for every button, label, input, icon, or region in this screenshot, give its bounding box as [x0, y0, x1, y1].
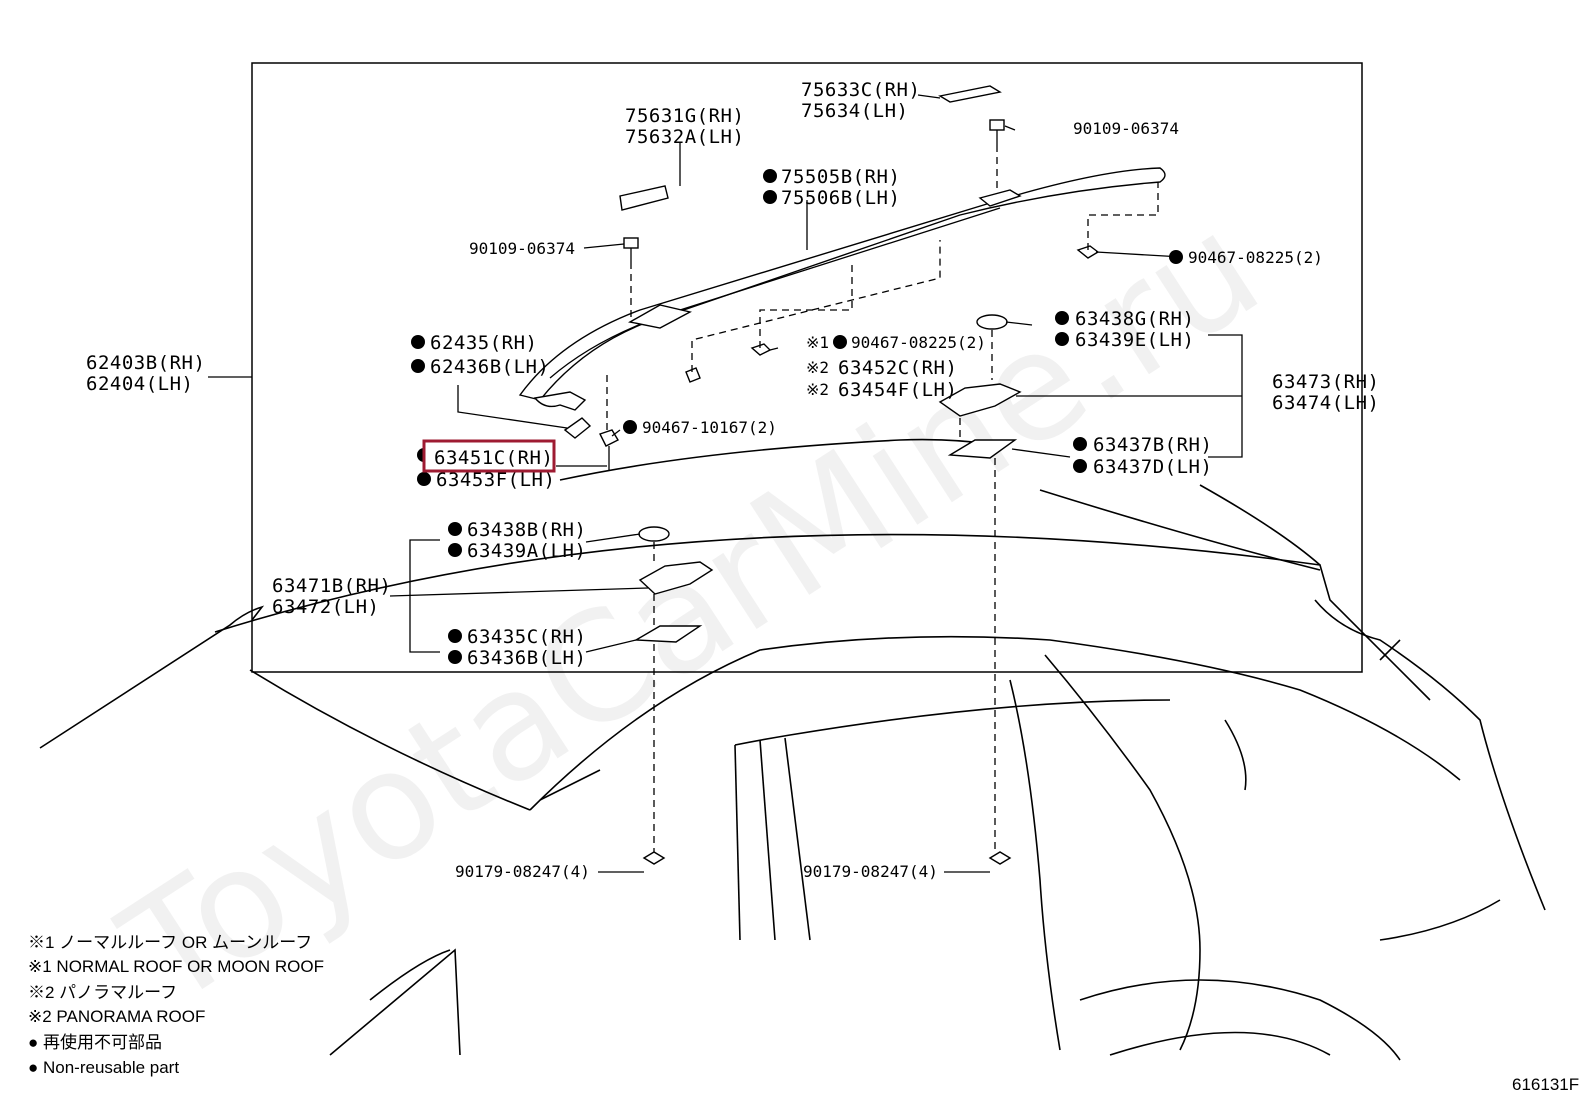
non-reusable-mark [417, 472, 431, 486]
non-reusable-mark [1055, 332, 1069, 346]
label-63439a: 63439A(LH) [467, 540, 586, 562]
washer-63438g [976, 314, 1008, 330]
label-63437d: 63437D(LH) [1093, 456, 1212, 478]
label-75632a: 75632A(LH) [625, 126, 744, 148]
nut-90179-right [988, 851, 1012, 865]
note-line: ● 再使用不可部品 [28, 1032, 162, 1052]
note-line: ※1 NORMAL ROOF OR MOON ROOF [28, 957, 324, 976]
note-mark-2: ※2 [806, 380, 829, 399]
rail-cover-rear [938, 85, 1002, 103]
label-63472: 63472(LH) [272, 596, 379, 618]
note-line: ※2 パノラマルーフ [28, 983, 177, 1002]
label-75506b: 75506B(LH) [781, 187, 900, 209]
label-63438b: 63438B(RH) [467, 519, 586, 541]
note-mark-2: ※2 [806, 358, 829, 377]
label-63439e: 63439E(LH) [1075, 329, 1194, 351]
label-63471b: 63471B(RH) [272, 575, 391, 597]
non-reusable-mark [1055, 311, 1069, 325]
label-75631g: 75631G(RH) [625, 105, 744, 127]
clip-90467-10167 [685, 367, 701, 383]
rail-cover-front [619, 185, 669, 211]
non-reusable-mark [1073, 459, 1087, 473]
label-62436b: 62436B(LH) [430, 356, 549, 378]
label-63454f: 63454F(LH) [838, 379, 957, 401]
label-62435: 62435(RH) [430, 332, 537, 354]
note-mark-1: ※1 [806, 333, 829, 352]
non-reusable-mark [763, 190, 777, 204]
nut-90179-left [642, 851, 666, 865]
leader-lines [208, 94, 1243, 873]
label-62403b: 62403B(RH) [86, 352, 205, 374]
label-90109-top: 90109-06374 [1073, 119, 1179, 138]
bolt-90109-left [623, 237, 639, 262]
non-reusable-mark [448, 650, 462, 664]
note-line: ● Non-reusable part [28, 1058, 179, 1077]
label-63451c: 63451C(RH) [434, 447, 553, 469]
non-reusable-mark [623, 420, 637, 434]
washer-63438b [638, 526, 670, 542]
label-63436b: 63436B(LH) [467, 647, 586, 669]
gasket-63435 [633, 625, 703, 643]
non-reusable-mark [411, 335, 425, 349]
part-labels: 75633C(RH) 75634(LH) 75631G(RH) 75632A(L… [86, 79, 1379, 881]
label-63438g: 63438G(RH) [1075, 308, 1194, 330]
label-63437b: 63437B(RH) [1093, 434, 1212, 456]
clip-63451 [599, 429, 619, 470]
bracket-63471 [638, 561, 714, 595]
gasket-63437 [947, 439, 1018, 459]
vehicle-body-outline [39, 438, 1546, 1061]
non-reusable-mark [448, 522, 462, 536]
label-90467-10167: 90467-10167(2) [642, 418, 777, 437]
label-62404: 62404(LH) [86, 373, 193, 395]
rail-end-cap [563, 417, 592, 439]
non-reusable-mark [1073, 437, 1087, 451]
assembly-frame [251, 62, 1363, 673]
label-63435c: 63435C(RH) [467, 626, 586, 648]
nut-90467-mid [750, 343, 772, 356]
note-line: ※2 PANORAMA ROOF [28, 1007, 205, 1026]
non-reusable-mark [448, 543, 462, 557]
label-63474: 63474(LH) [1272, 392, 1379, 414]
bracket-63473 [938, 383, 1022, 417]
non-reusable-mark [1169, 250, 1183, 264]
label-63473: 63473(RH) [1272, 371, 1379, 393]
bolt-90109-top [989, 119, 1005, 145]
label-90467-right: 90467-08225(2) [1188, 248, 1323, 267]
figure-id: 616131F [1512, 1075, 1579, 1094]
non-reusable-mark [763, 169, 777, 183]
label-90179-left: 90179-08247(4) [455, 862, 590, 881]
note-line: ※1 ノーマルルーフ OR ムーンルーフ [28, 933, 312, 952]
non-reusable-mark [448, 629, 462, 643]
roof-rail [518, 167, 1166, 411]
non-reusable-mark [411, 359, 425, 373]
label-90179-right: 90179-08247(4) [803, 862, 938, 881]
label-90467-mid: 90467-08225(2) [851, 333, 986, 352]
label-90109-left: 90109-06374 [469, 239, 575, 258]
label-63452c: 63452C(RH) [838, 357, 957, 379]
label-75505b: 75505B(RH) [781, 166, 900, 188]
label-63453f: 63453F(LH) [436, 469, 555, 491]
label-75633c: 75633C(RH) [801, 79, 920, 101]
legend-notes: ※1 ノーマルルーフ OR ムーンルーフ ※1 NORMAL ROOF OR M… [28, 933, 324, 1077]
highlight-box [422, 439, 556, 473]
non-reusable-mark [833, 335, 847, 349]
label-75634: 75634(LH) [801, 100, 908, 122]
assembly-lines [606, 145, 1159, 852]
